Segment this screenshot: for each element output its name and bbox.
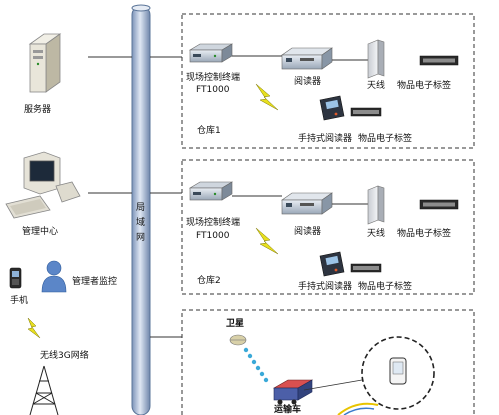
phone-label: 手机 xyxy=(10,294,28,306)
controller-device-icon xyxy=(188,43,234,63)
tag-label: 物品电子标签 xyxy=(397,79,451,91)
lightning-icon xyxy=(255,83,279,111)
phone-icon xyxy=(9,267,22,289)
handheld-tag-label: 物品电子标签 xyxy=(358,280,412,292)
controller-model: FT1000 xyxy=(196,85,230,95)
lan-label-3: 网 xyxy=(136,232,145,243)
person-icon xyxy=(41,260,67,293)
antenna-icon xyxy=(367,185,385,225)
warehouse-1-name: 仓库1 xyxy=(197,124,221,136)
truck-label: 运输车 xyxy=(274,403,301,415)
reader-icon xyxy=(281,47,333,70)
handheld-label: 手持式阅读器 xyxy=(298,280,352,292)
signal-arc xyxy=(343,407,375,415)
cell-tower-icon xyxy=(29,365,59,415)
wireless-label: 无线3G网络 xyxy=(40,349,89,361)
warehouse-2-name: 仓库2 xyxy=(197,274,221,286)
warehouse-2-panel: 现场控制终端 FT1000 阅读器 天线 物品电子标签 xyxy=(181,159,475,295)
transport-panel: 卫星 运输车 xyxy=(181,309,475,415)
computer-icon xyxy=(5,151,81,219)
lan-label-1: 局 xyxy=(136,202,145,213)
satellite-label: 卫星 xyxy=(226,318,244,329)
lightning-icon xyxy=(27,317,41,339)
server-icon xyxy=(28,33,62,93)
truck-icon xyxy=(272,379,314,405)
antenna-icon xyxy=(367,39,385,79)
controller-model: FT1000 xyxy=(196,231,230,241)
mgmt-center-label: 管理中心 xyxy=(22,225,58,237)
controller-device-icon xyxy=(188,181,234,201)
rfid-tag-icon xyxy=(350,263,382,273)
satellite-icon xyxy=(229,334,247,346)
reader-label: 阅读器 xyxy=(294,75,321,87)
rfid-tag-icon xyxy=(419,55,459,66)
tag-label: 物品电子标签 xyxy=(397,227,451,239)
handheld-reader-icon xyxy=(319,95,345,121)
reader-icon xyxy=(281,192,333,215)
handheld-tag-label: 物品电子标签 xyxy=(358,132,412,144)
lightning-icon xyxy=(255,227,279,255)
rfid-tag-icon xyxy=(350,107,382,117)
antenna-label: 天线 xyxy=(367,227,385,239)
warehouse-1-panel: 现场控制终端 FT1000 阅读器 天线 物品电子标签 xyxy=(181,13,475,149)
satellite-beam xyxy=(243,347,269,383)
lan-label-2: 域 xyxy=(136,216,145,228)
signal-arc xyxy=(337,402,379,415)
pipe-connectors xyxy=(88,56,182,338)
server-label: 服务器 xyxy=(24,103,51,115)
admin-label: 管理者监控 xyxy=(72,275,117,287)
lan-backbone: 局 域 网 xyxy=(131,4,151,415)
antenna-label: 天线 xyxy=(367,79,385,91)
controller-name: 现场控制终端 xyxy=(186,71,240,83)
tracking-zone xyxy=(361,336,435,410)
gps-device-icon xyxy=(389,357,407,385)
handheld-label: 手持式阅读器 xyxy=(298,132,352,144)
controller-name: 现场控制终端 xyxy=(186,216,240,228)
rfid-tag-icon xyxy=(419,199,459,210)
handheld-reader-icon xyxy=(319,251,345,277)
reader-label: 阅读器 xyxy=(294,225,321,237)
